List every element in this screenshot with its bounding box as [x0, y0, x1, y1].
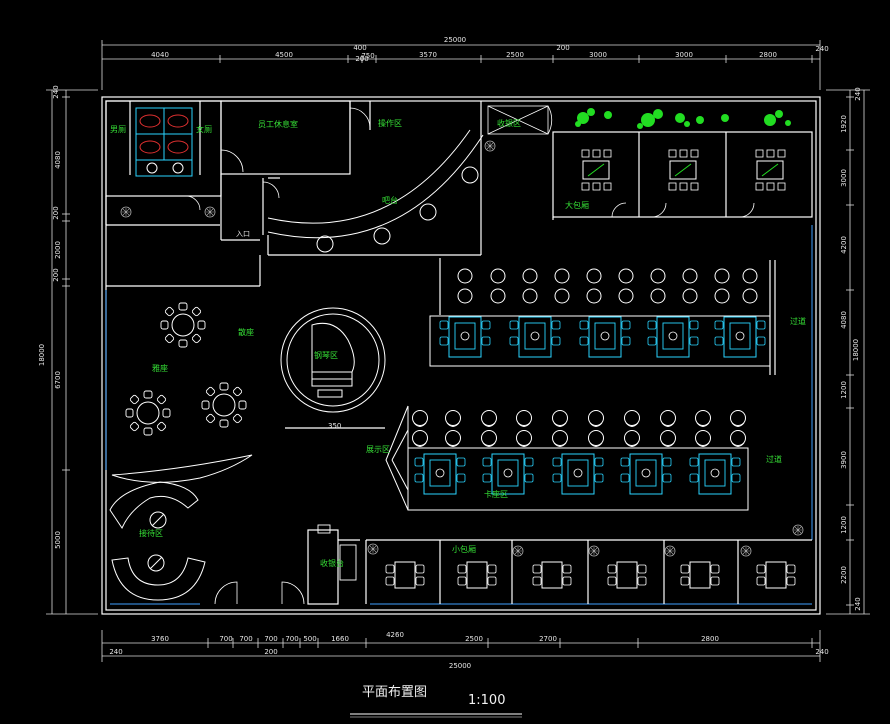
top-dimension-lines [101, 40, 821, 90]
svg-text:700: 700 [285, 635, 298, 643]
svg-text:2500: 2500 [506, 51, 524, 59]
svg-text:700: 700 [264, 635, 277, 643]
svg-text:2700: 2700 [539, 635, 557, 643]
svg-text:4500: 4500 [275, 51, 293, 59]
bottom-dimension-lines [101, 630, 821, 662]
label-small-private: 小包厢 [452, 544, 476, 554]
svg-text:3000: 3000 [840, 169, 848, 187]
svg-text:500: 500 [303, 635, 316, 643]
label-women-restroom: 女厕 [196, 124, 212, 134]
svg-text:400: 400 [353, 44, 366, 52]
left-dim-texts: 240 4080 200 2000 200 6700 5000 [52, 85, 62, 549]
svg-text:240: 240 [854, 597, 862, 610]
restroom-fixtures [135, 107, 193, 177]
label-display: 展示区 [366, 445, 390, 454]
title-block: 平面布置图 1:100 [350, 685, 522, 718]
drawing-scale: 1:100 [468, 693, 505, 708]
left-dimension-lines [46, 89, 98, 615]
svg-text:3760: 3760 [151, 635, 169, 643]
label-men-restroom: 男厕 [110, 125, 126, 134]
label-cashier: 收银区 [497, 118, 521, 128]
svg-text:240: 240 [109, 648, 122, 656]
interior-walls [105, 100, 813, 605]
svg-text:6700: 6700 [54, 371, 62, 389]
svg-text:2800: 2800 [759, 51, 777, 59]
svg-text:200: 200 [264, 648, 277, 656]
label-deck: 卡座区 [484, 489, 508, 499]
cashier-desk [317, 524, 357, 581]
svg-text:2800: 2800 [701, 635, 719, 643]
svg-text:5000: 5000 [54, 531, 62, 549]
booth-row-lower [407, 447, 749, 511]
label-booth: 雅座 [152, 363, 168, 373]
right-total-dim: 18000 [852, 339, 860, 361]
stool-row-lower [412, 410, 746, 447]
svg-text:700: 700 [219, 635, 232, 643]
doors [185, 107, 755, 605]
bottom-dim-texts: 3760 700 700 700 700 500 1660 4260 2500 … [109, 631, 828, 656]
svg-text:2000: 2000 [54, 241, 62, 259]
left-total-dim: 18000 [38, 344, 46, 366]
label-left-seating: 散座 [238, 327, 254, 337]
booth-row-upper [429, 315, 771, 367]
svg-text:240: 240 [815, 648, 828, 656]
display-stand [385, 405, 409, 511]
top-total-dim: 25000 [444, 36, 466, 44]
svg-text:3000: 3000 [589, 51, 607, 59]
svg-text:200: 200 [556, 44, 569, 52]
label-large-private: 大包厢 [565, 200, 589, 210]
svg-text:2200: 2200 [840, 566, 848, 584]
svg-text:240: 240 [854, 87, 862, 100]
plant-row-top [575, 108, 791, 129]
entry-marker [487, 105, 553, 135]
svg-text:4260: 4260 [386, 631, 404, 639]
bottom-total-dim: 25000 [449, 662, 471, 670]
svg-text:4080: 4080 [840, 311, 848, 329]
svg-text:1660: 1660 [331, 635, 349, 643]
svg-text:1200: 1200 [840, 516, 848, 534]
exterior-walls [101, 96, 821, 615]
reception-sofa [109, 454, 253, 601]
small-private-tables [385, 561, 796, 589]
bar-counter [267, 129, 484, 253]
svg-text:200: 200 [52, 268, 60, 281]
svg-text:3570: 3570 [419, 51, 437, 59]
label-piano-note: 350 [328, 422, 341, 430]
svg-text:1200: 1200 [840, 381, 848, 399]
svg-text:1920: 1920 [840, 115, 848, 133]
svg-text:3900: 3900 [840, 451, 848, 469]
drawing-title: 平面布置图 [362, 685, 427, 700]
right-dim-texts: 240 1920 3000 4200 4080 1200 3900 1200 2… [840, 87, 862, 610]
svg-text:4040: 4040 [151, 51, 169, 59]
stool-rows-upper [457, 268, 758, 304]
svg-text:240: 240 [815, 45, 828, 53]
svg-text:2500: 2500 [465, 635, 483, 643]
label-aisle-2: 过道 [766, 454, 782, 464]
svg-text:200: 200 [52, 206, 60, 219]
round-tables [125, 302, 247, 436]
label-reception: 接待区 [139, 528, 163, 538]
piano-platform [280, 307, 386, 413]
svg-text:750: 750 [361, 52, 374, 60]
svg-text:3000: 3000 [675, 51, 693, 59]
label-lobby: 收银台 [320, 558, 344, 568]
label-bar: 吧台 [382, 195, 398, 205]
window-lines [105, 131, 813, 605]
svg-text:700: 700 [239, 635, 252, 643]
label-operation: 操作区 [378, 118, 402, 128]
room-labels: 男厕 女厕 员工休息室 操作区 收银区 吧台 大包厢 钢琴区 雅座 展示区 卡座… [110, 118, 806, 568]
label-staff-rest: 员工休息室 [258, 119, 298, 129]
svg-text:240: 240 [52, 85, 60, 98]
large-private-tables [581, 149, 786, 191]
label-piano: 钢琴区 [314, 350, 338, 360]
svg-text:4080: 4080 [54, 151, 62, 169]
top-dim-texts: 4040 4500 400 3570 2500 3000 3000 2800 2… [151, 44, 829, 63]
label-aisle-1: 过道 [790, 316, 806, 326]
svg-text:4200: 4200 [840, 236, 848, 254]
label-entry-note: 入口 [236, 230, 250, 238]
svg-text:200: 200 [355, 55, 368, 63]
right-dimension-lines [826, 89, 870, 615]
